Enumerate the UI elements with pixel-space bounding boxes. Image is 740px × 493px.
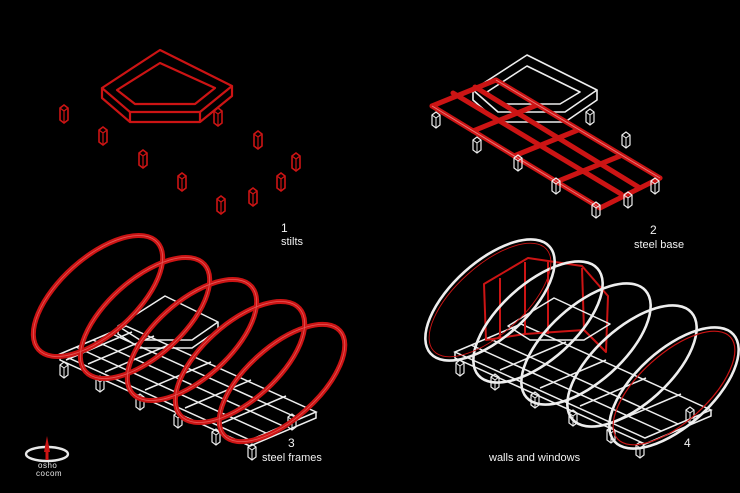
osho-cocom-logo-icon <box>24 436 70 463</box>
step-3-number: 3 <box>288 436 295 450</box>
end-window-white <box>608 326 740 450</box>
window-frames-inner <box>428 242 552 358</box>
panel-steel-frames <box>30 232 348 461</box>
logo-text-line1: osho <box>38 461 58 470</box>
steel-frames-highlight <box>32 235 346 443</box>
end-window-red-edge <box>612 330 736 446</box>
floor-module-red <box>100 48 234 124</box>
step-2-number: 2 <box>650 223 657 237</box>
floor-module-white-4 <box>507 297 611 341</box>
step-1-label: stilts <box>281 236 303 248</box>
logo-text-line2: cocom <box>36 469 63 478</box>
panel-steel-base <box>429 54 663 219</box>
floor-module-white <box>472 54 598 123</box>
panel-walls-and-windows <box>424 238 740 459</box>
step-2-label: steel base <box>634 239 685 251</box>
window-frames-white <box>424 238 698 428</box>
step-4-label: walls and windows <box>489 452 581 464</box>
step-3-label: steel frames <box>262 452 322 464</box>
step-1-number: 1 <box>281 221 288 235</box>
step-4-number: 4 <box>684 436 691 450</box>
panel-stilts <box>59 48 301 215</box>
steel-frames-red <box>30 232 348 445</box>
